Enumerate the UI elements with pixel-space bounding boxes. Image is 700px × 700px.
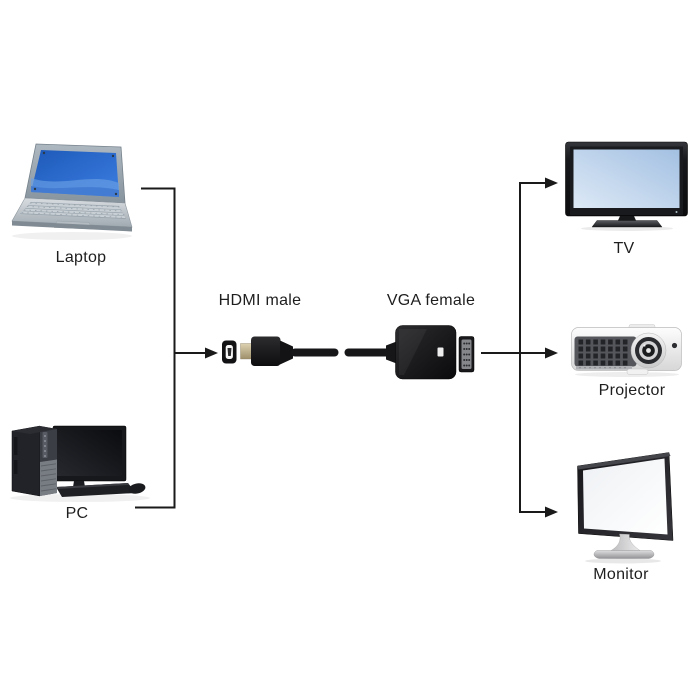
projector-label: Projector [598, 382, 666, 399]
tv-label: TV [613, 240, 635, 257]
pc-mouse [128, 483, 146, 494]
arrowhead-tv [545, 177, 558, 189]
line-laptop-pc-bus [135, 187, 176, 509]
tv-image [565, 141, 688, 231]
pc-image [10, 425, 150, 502]
arrowheads [205, 177, 558, 518]
tv-screen [573, 149, 680, 208]
monitor-label: Monitor [593, 566, 649, 583]
adapter-cable-left [291, 348, 339, 357]
monitor-screen [583, 458, 668, 535]
monitor-image [577, 452, 674, 564]
laptop-image [11, 143, 133, 240]
pc-label: PC [65, 505, 89, 522]
vga-female-label: VGA female [386, 292, 476, 309]
projector-ir-sensor [671, 342, 678, 349]
tv-power-led [675, 211, 678, 213]
projector-image [571, 324, 682, 377]
arrowhead-monitor [545, 506, 558, 518]
adapter-cable-right [344, 348, 392, 357]
laptop-label: Laptop [55, 249, 107, 266]
arrowhead-adapter [205, 347, 218, 359]
hdmi-male-label: HDMI male [218, 292, 302, 309]
arrowhead-projector [545, 347, 558, 359]
connector-lines [135, 182, 546, 513]
hdmi-male-connector [222, 336, 293, 366]
pc-monitor-screen [57, 430, 122, 476]
vga-female-connector [395, 325, 475, 380]
adapter-image [222, 325, 475, 380]
